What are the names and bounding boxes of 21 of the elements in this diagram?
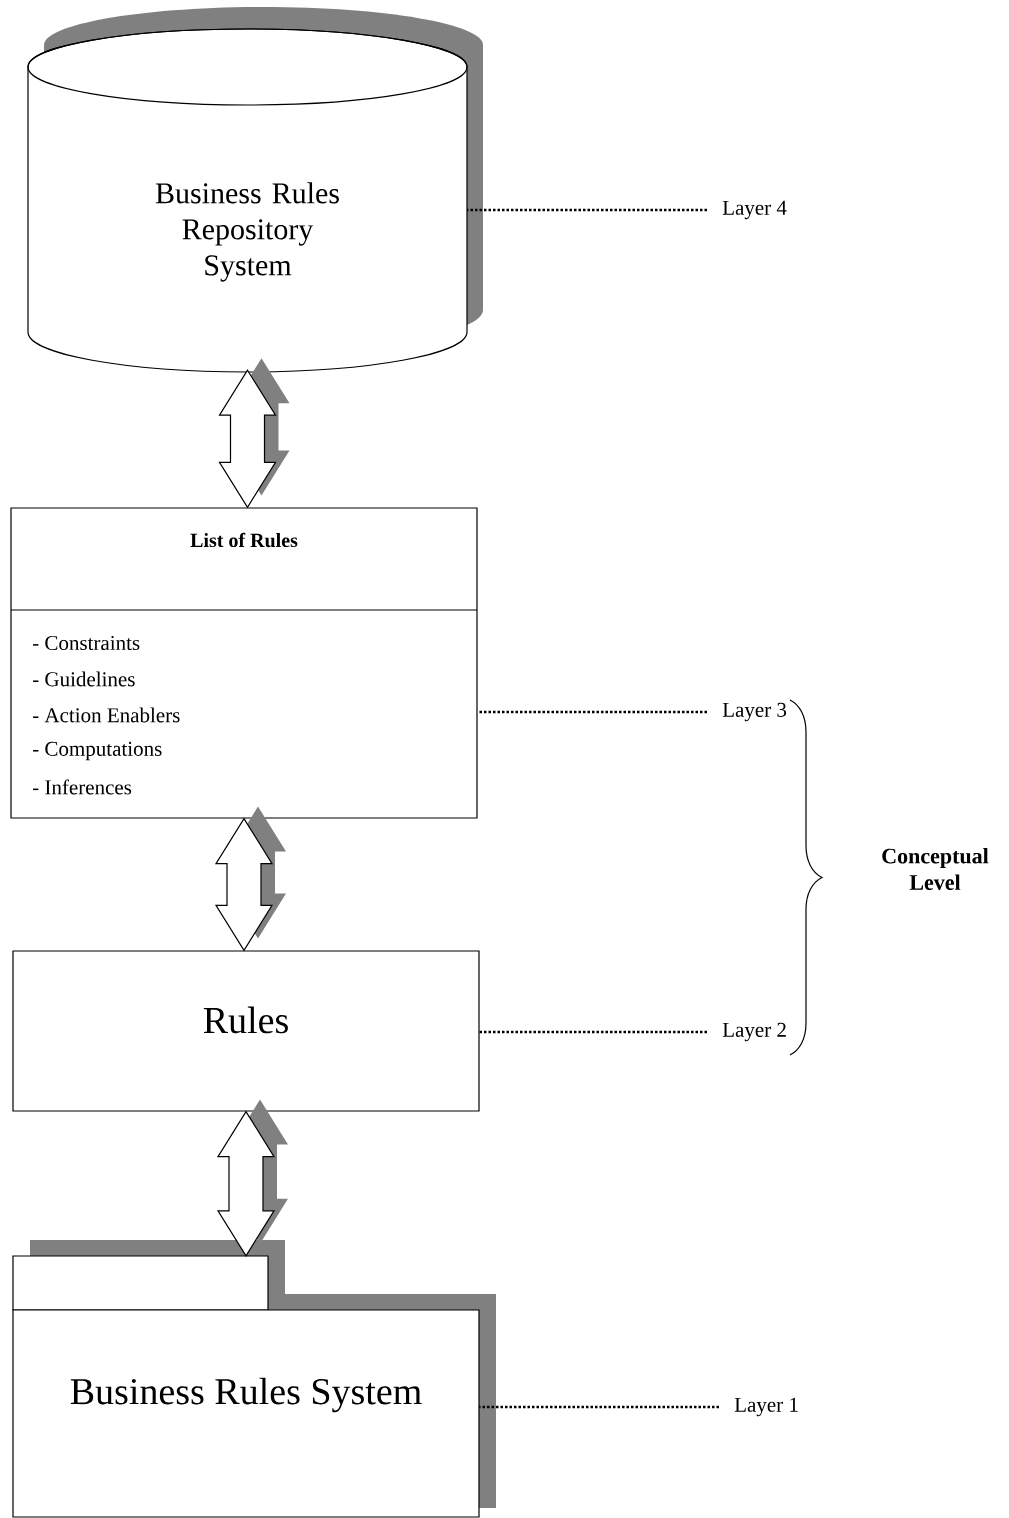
list-box	[10, 507, 478, 819]
list-item: - Guidelines	[33, 671, 135, 687]
block-arrow	[214, 806, 286, 952]
layer-label: Layer 3	[722, 702, 787, 722]
leader-line	[479, 1030, 707, 1034]
leader-line	[467, 208, 707, 212]
leader-line	[479, 1405, 719, 1409]
block-arrow	[216, 1099, 288, 1257]
list-heading: List of Rules	[190, 532, 298, 548]
list-item: - Inferences	[33, 779, 132, 795]
list-item: - Action Enablers	[33, 707, 180, 723]
database-cylinder: Business Rules Repository System	[27, 7, 483, 373]
leader-line	[477, 710, 707, 714]
process-box: Rules	[12, 950, 480, 1112]
layer-label: Layer 4	[722, 200, 787, 220]
layer-label: Layer 2	[722, 1022, 786, 1042]
block-arrow	[218, 358, 290, 509]
list-item: - Constraints	[33, 635, 140, 651]
list-item: - Computations	[33, 741, 162, 761]
side-label: Conceptual Level	[882, 848, 989, 890]
layer-label: Layer 1	[734, 1397, 798, 1417]
